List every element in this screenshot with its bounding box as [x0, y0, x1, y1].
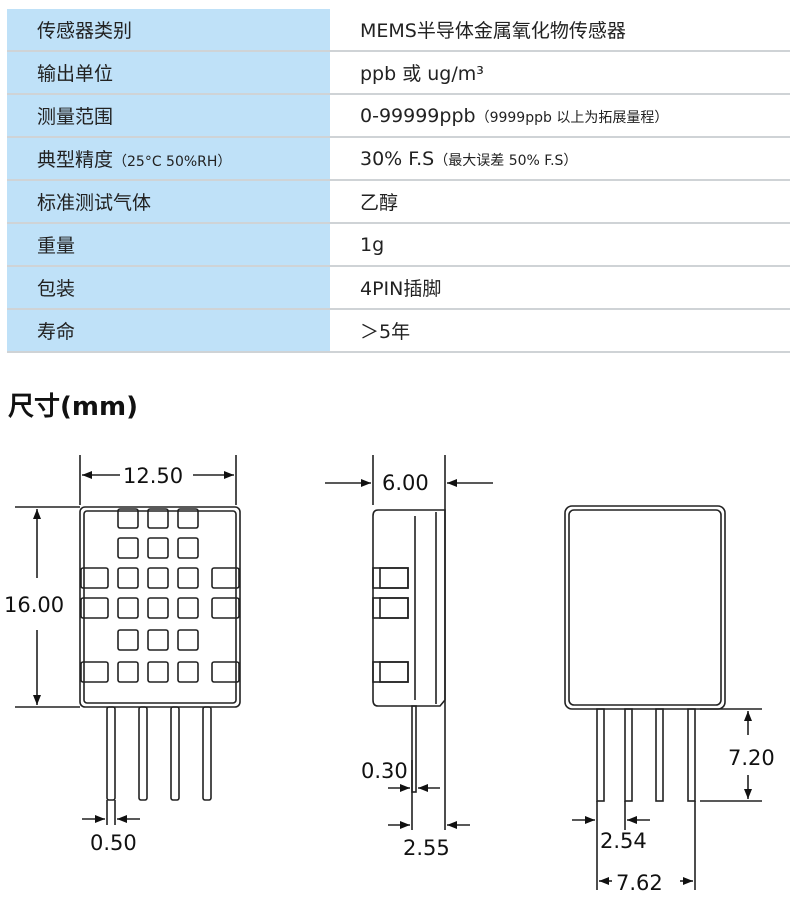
vent-hole [147, 597, 169, 619]
vent-hole [177, 629, 199, 651]
spec-row: 输出单位 ppb 或 ug/m³ [7, 51, 790, 95]
spec-row: 典型精度（25°C 50%RH） 30% F.S（最大误差 50% F.S） [7, 137, 790, 181]
spec-value: 乙醇 [330, 180, 790, 224]
spec-value-text: 1g [360, 233, 385, 256]
front-view [79, 506, 241, 801]
vent-hole [177, 597, 199, 619]
spec-value-note: （最大误差 50% F.S） [434, 152, 578, 169]
vent-hole [177, 567, 199, 589]
spec-value: 30% F.S（最大误差 50% F.S） [330, 137, 790, 181]
vent-hole [117, 597, 139, 619]
spec-row: 重量 1g [7, 223, 790, 267]
side-tab [80, 597, 109, 619]
spec-label-text: 寿命 [37, 321, 76, 343]
vent-hole [177, 661, 199, 683]
dim-pin-length: 7.20 [728, 746, 775, 770]
dim-side-depth: 6.00 [382, 471, 429, 495]
spec-label-text: 包装 [37, 278, 76, 300]
spec-label: 寿命 [7, 309, 330, 353]
spec-label: 重量 [7, 223, 330, 267]
spec-value: MEMS半导体金属氧化物传感器 [330, 9, 790, 52]
spec-label-text: 典型精度 [37, 149, 114, 171]
spec-value-text: MEMS半导体金属氧化物传感器 [360, 20, 626, 42]
vent-hole [147, 661, 169, 683]
side-tab [211, 567, 240, 589]
spec-value-text: 乙醇 [360, 192, 399, 214]
dim-pin-width: 0.50 [90, 831, 137, 855]
spec-label-text: 重量 [37, 235, 76, 257]
side-view [372, 509, 446, 793]
vent-hole [117, 629, 139, 651]
spec-value-text: ppb 或 ug/m³ [360, 63, 484, 85]
spec-label: 传感器类别 [7, 9, 330, 52]
spec-value-note: （9999ppb 以上为拓展量程） [475, 109, 669, 126]
dim-pin-offset: 2.55 [403, 836, 450, 860]
spec-value-text: 0-99999ppb [360, 104, 476, 127]
dim-front-height: 16.00 [4, 593, 64, 617]
vent-tab [177, 508, 199, 529]
spec-row: 标准测试气体 乙醇 [7, 180, 790, 224]
vent-tab [117, 508, 139, 529]
pin [202, 706, 212, 801]
spec-label: 标准测试气体 [7, 180, 330, 224]
dimensions-title: 尺寸(mm) [8, 392, 138, 422]
spec-row: 测量范围 0-99999ppb（9999ppb 以上为拓展量程） [7, 94, 790, 138]
pin [138, 706, 148, 801]
pin [170, 706, 180, 801]
dim-front-width: 12.50 [123, 464, 183, 488]
side-tab [80, 661, 109, 683]
spec-value-text: 4PIN插脚 [360, 278, 442, 300]
dim-pin-pitch: 2.54 [600, 829, 647, 853]
vent-hole [117, 567, 139, 589]
spec-label-text: 测量范围 [37, 106, 114, 128]
side-tab [211, 597, 240, 619]
vent-tab [147, 508, 169, 529]
side-tab [211, 661, 240, 683]
spec-label-text: 传感器类别 [37, 20, 133, 42]
vent-hole [117, 537, 139, 559]
spec-value: 1g [330, 223, 790, 267]
spec-value: 0-99999ppb（9999ppb 以上为拓展量程） [330, 94, 790, 138]
dim-pin-thickness: 0.30 [361, 759, 408, 783]
spec-row: 寿命 ＞5年 [7, 309, 790, 353]
spec-label-text: 输出单位 [37, 63, 114, 85]
spec-value: 4PIN插脚 [330, 266, 790, 310]
pin [106, 706, 116, 801]
back-view [564, 505, 726, 802]
spec-label: 测量范围 [7, 94, 330, 138]
vent-hole [147, 567, 169, 589]
spec-row: 包装 4PIN插脚 [7, 266, 790, 310]
spec-label: 包装 [7, 266, 330, 310]
spec-label-note: （25°C 50%RH） [113, 154, 232, 170]
spec-value: ppb 或 ug/m³ [330, 51, 790, 95]
vent-hole [147, 537, 169, 559]
vent-hole [177, 537, 199, 559]
spec-row: 传感器类别 MEMS半导体金属氧化物传感器 [7, 9, 790, 52]
vent-hole [147, 629, 169, 651]
vent-hole [117, 661, 139, 683]
side-tab [80, 567, 109, 589]
dim-pin-span: 7.62 [616, 871, 663, 895]
spec-label: 典型精度（25°C 50%RH） [7, 137, 330, 181]
spec-label: 输出单位 [7, 51, 330, 95]
spec-value: ＞5年 [330, 309, 790, 353]
spec-value-text: 30% F.S [360, 147, 435, 170]
spec-value-text: ＞5年 [360, 321, 411, 343]
spec-label-text: 标准测试气体 [37, 192, 152, 214]
